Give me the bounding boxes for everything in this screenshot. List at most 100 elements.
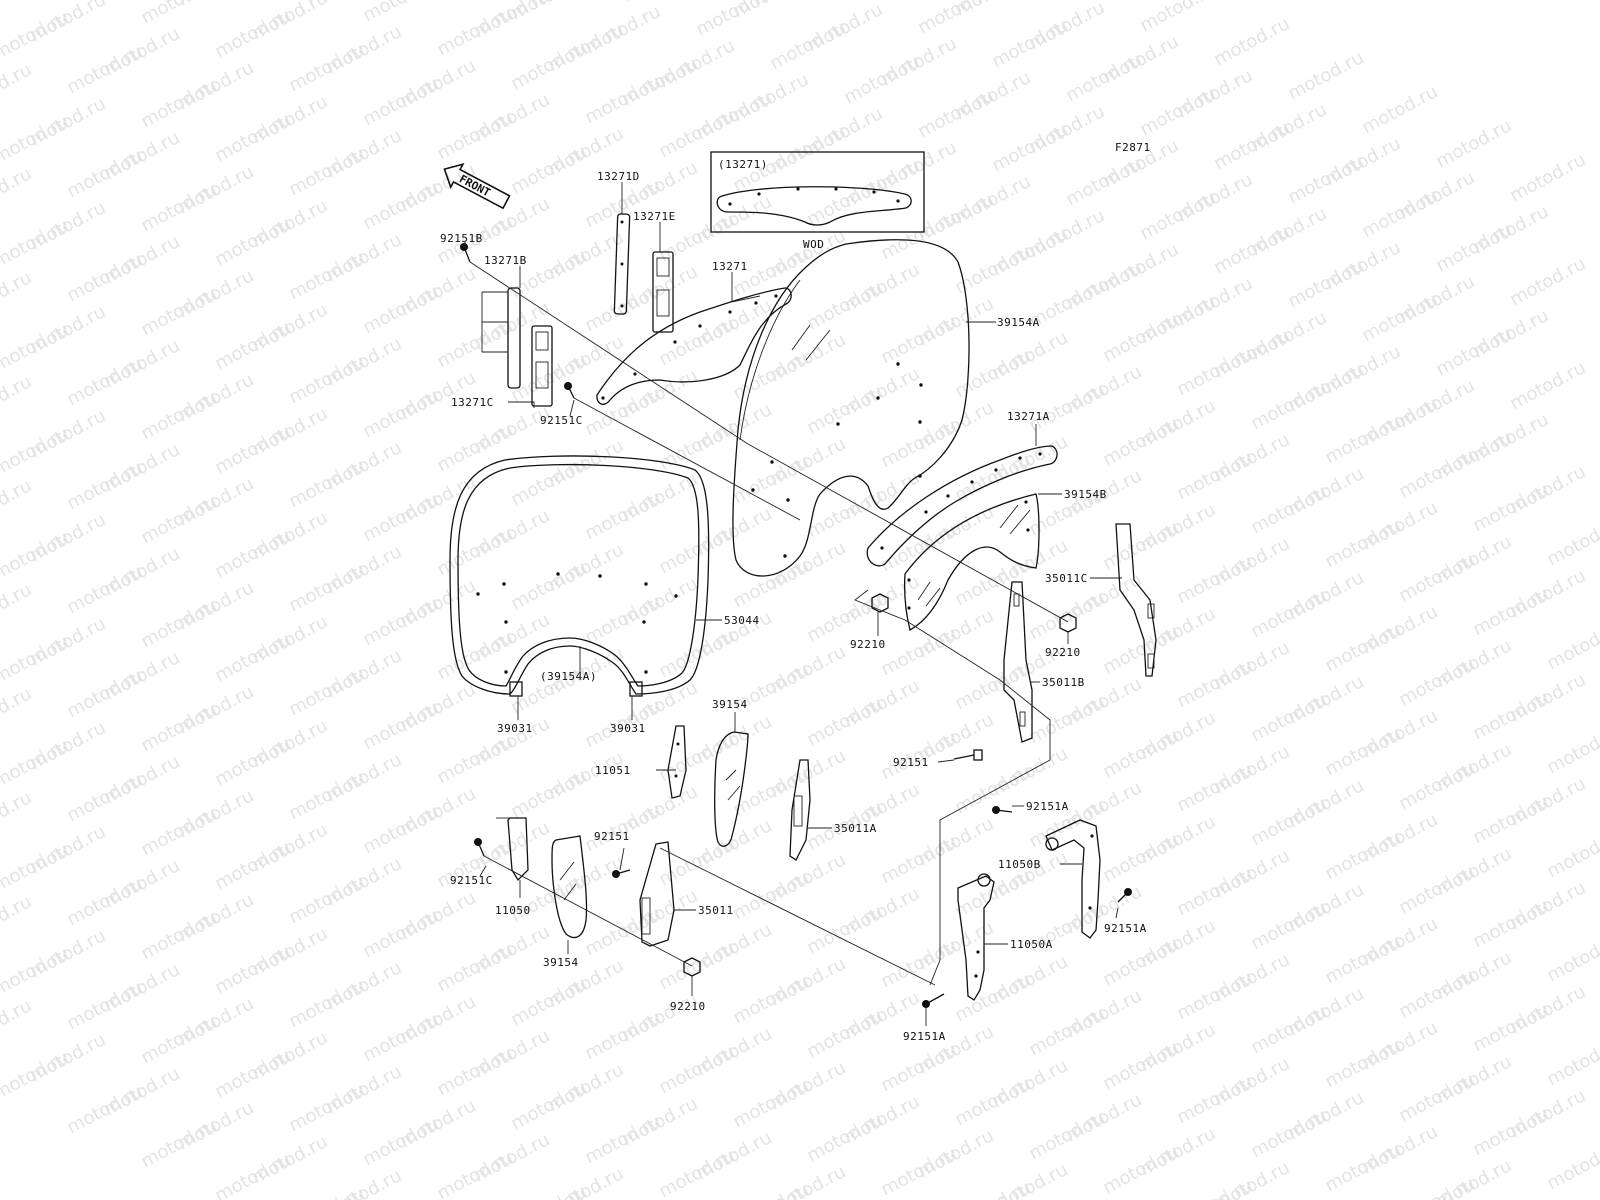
watermark-text: motod.ru: [581, 71, 664, 128]
part-label: 92151C: [540, 414, 583, 427]
watermark-text: motod.ru: [1432, 115, 1515, 172]
watermark-text: motod.ru: [359, 281, 442, 338]
part-label: 13271D: [597, 170, 640, 183]
watermark-text: motod.ru: [0, 1047, 72, 1104]
watermark-text: motod.ru: [1395, 965, 1478, 1022]
inset-bracket-part: [716, 186, 912, 226]
watermark-text: motod.ru: [877, 623, 960, 680]
watermark-text: motod.ru: [137, 491, 220, 548]
front-arrow: FRONT: [443, 163, 511, 210]
watermark-text: motod.ru: [0, 59, 35, 116]
watermark-text: motod.ru: [1099, 1037, 1182, 1094]
part-label: 92151B: [440, 232, 483, 245]
watermark-text: motod.ru: [0, 423, 72, 480]
watermark-text: motod.ru: [359, 801, 442, 858]
watermark-text: motod.ru: [803, 277, 886, 334]
watermark-text: motod.ru: [1469, 895, 1552, 952]
bolt-92151c-bottom: [474, 838, 485, 857]
watermark-text: motod.ru: [0, 527, 72, 584]
watermark-text: motod.ru: [507, 1077, 590, 1134]
watermark-text: motod.ru: [211, 1045, 294, 1102]
watermark-text: motod.ru: [581, 279, 664, 336]
watermark-text: motod.ru: [1358, 81, 1441, 138]
part-label: 92151: [594, 830, 630, 843]
inset-box: (13271) WOD: [710, 151, 925, 251]
watermark-text: motod.ru: [0, 111, 72, 168]
watermark-text: motod.ru: [1247, 585, 1330, 642]
watermark-text: motod.ru: [285, 559, 368, 616]
watermark-text: motod.ru: [729, 1075, 812, 1132]
watermark-text: motod.ru: [877, 207, 960, 264]
watermark-text: motod.ru: [0, 683, 35, 740]
watermark-text: motod.ru: [803, 901, 886, 958]
watermark-text: motod.ru: [1395, 861, 1478, 918]
watermark-text: motod.ru: [914, 85, 997, 142]
part-label: 35011B: [1042, 676, 1085, 689]
watermark-text: motod.ru: [692, 0, 775, 40]
watermark-text: motod.ru: [1321, 411, 1404, 468]
watermark-text: motod.ru: [0, 787, 35, 844]
watermark-text: motod.ru: [137, 803, 220, 860]
watermark-text: motod.ru: [1099, 517, 1182, 574]
watermark-text: motod.ru: [137, 179, 220, 236]
watermark-text: motod.ru: [1247, 1105, 1330, 1162]
watermark-text: motod.ru: [1506, 357, 1589, 414]
part-label: 11051: [595, 764, 631, 777]
watermark-text: motod.ru: [988, 15, 1071, 72]
watermark-text: motod.ru: [1543, 721, 1600, 778]
watermark-text: motod.ru: [285, 975, 368, 1032]
watermark-text: motod.ru: [1395, 1173, 1478, 1200]
watermark-text: motod.ru: [1025, 1003, 1108, 1060]
watermark-text: motod.ru: [63, 977, 146, 1034]
figure-code: F2871: [1115, 141, 1151, 154]
watermark-text: motod.ru: [655, 521, 738, 578]
part-label: 92151A: [1026, 800, 1069, 813]
watermark-text: motod.ru: [655, 417, 738, 474]
watermark-text: motod.ru: [951, 969, 1034, 1026]
watermark-text: motod.ru: [507, 1181, 590, 1200]
bolt-92151a-bottom: [922, 993, 945, 1008]
part-label: 35011: [698, 904, 734, 917]
watermark-text: motod.ru: [877, 831, 960, 888]
watermark-text: motod.ru: [0, 215, 72, 272]
watermark-text: motod.ru: [655, 1145, 738, 1200]
watermark-text: motod.ru: [1247, 689, 1330, 746]
inset-caption: WOD: [803, 238, 824, 251]
watermark-text: motod.ru: [211, 525, 294, 582]
watermark-text: motod.ru: [63, 353, 146, 410]
watermark-text: motod.ru: [63, 769, 146, 826]
part-label: 39154A: [997, 316, 1040, 329]
watermark-text: motod.ru: [0, 0, 35, 12]
watermark-text: motod.ru: [1062, 49, 1145, 106]
part-label: 92210: [670, 1000, 706, 1013]
watermark-text: motod.ru: [1395, 445, 1478, 502]
watermark-text: motod.ru: [914, 0, 997, 38]
watermark-text: motod.ru: [0, 839, 72, 896]
watermark-text: motod.ru: [211, 109, 294, 166]
watermark-text: motod.ru: [1395, 1069, 1478, 1126]
watermark-text: motod.ru: [359, 0, 442, 26]
watermark-text: motod.ru: [729, 867, 812, 924]
nut-92210-mid: [871, 593, 889, 613]
watermark-text: motod.ru: [359, 593, 442, 650]
watermark-text: motod.ru: [1543, 825, 1600, 882]
watermark-text: motod.ru: [285, 143, 368, 200]
watermark-text: motod.ru: [1099, 933, 1182, 990]
watermark-text: motod.ru: [1136, 83, 1219, 140]
part-label: 13271C: [451, 396, 494, 409]
watermark-text: motod.ru: [877, 519, 960, 576]
leader-lines: [464, 182, 1122, 1026]
watermark-text: motod.ru: [581, 903, 664, 960]
watermark-text: motod.ru: [507, 37, 590, 94]
part-label: 11050A: [1010, 938, 1053, 951]
watermark-text: motod.ru: [0, 735, 72, 792]
part-label: 13271A: [1007, 410, 1050, 423]
part-label: 35011A: [834, 822, 877, 835]
watermark-text: motod.ru: [803, 693, 886, 750]
watermark-text: motod.ru: [507, 765, 590, 822]
watermark-text: motod.ru: [359, 905, 442, 962]
watermark-text: motod.ru: [137, 1011, 220, 1068]
watermark-text: motod.ru: [951, 241, 1034, 298]
watermark-text: motod.ru: [359, 697, 442, 754]
watermark-text: motod.ru: [63, 457, 146, 514]
